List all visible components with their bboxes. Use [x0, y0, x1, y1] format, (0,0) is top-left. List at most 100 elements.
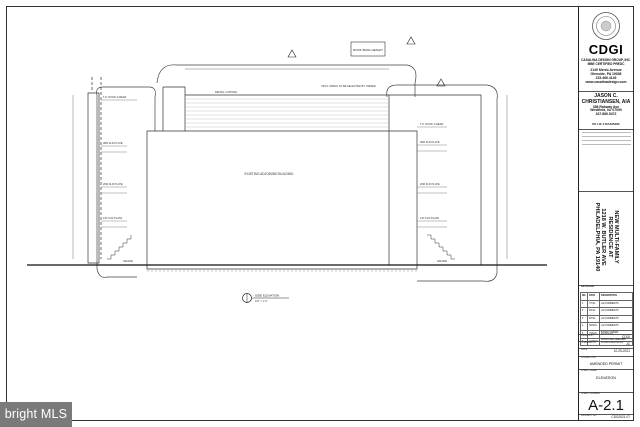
checked-by-value: JC — [626, 342, 630, 346]
left-wall-outline — [87, 92, 100, 264]
issued-for-label: ISSUED FOR — [581, 356, 596, 359]
license-number: PA LIC # RA405095 — [592, 122, 620, 126]
architect-seal-icon — [592, 12, 620, 40]
right-cloud — [386, 84, 498, 282]
revision-no: 2 — [579, 307, 589, 316]
roof-hatch — [185, 98, 389, 128]
right-stair — [427, 234, 455, 260]
revisions-header-row: NO. DATE DESCRIPTION — [579, 292, 633, 301]
divider — [579, 341, 633, 342]
main-outline — [146, 130, 418, 270]
revision-date: 7/7/21 — [587, 299, 601, 309]
elevation-title: SIDE ELEVATION — [255, 294, 279, 298]
revision-no: 4 — [579, 322, 589, 331]
right-level-label-2: 3RD FLR PLATE — [420, 140, 440, 144]
table-row: 4 8/18/21 L&I COMMENTS — [579, 322, 633, 331]
divider — [579, 392, 633, 393]
roof-note: ROOF BLDG HEIGHT — [353, 48, 383, 52]
top-cloud — [156, 64, 417, 97]
architect-address-1: 386 Rahway Ave — [592, 104, 620, 109]
right-level-label-1: T.O. ROOF F-REAR — [420, 122, 443, 126]
architect-phone: 347.866.5472 — [595, 112, 617, 117]
left-cloud-outline — [96, 86, 156, 278]
revisions-heading: REVISIONS — [581, 285, 595, 288]
brand-logo: CDGI — [588, 42, 624, 57]
sheet-name-value: ELEVATION — [596, 376, 616, 380]
left-stair — [107, 235, 132, 260]
architect-info: JASON C. CHRISTIANSEN, AIA 386 Rahway Av… — [579, 93, 633, 117]
roof-note-box — [350, 41, 386, 57]
revision-desc: L&I COMMENTS — [599, 314, 633, 324]
checked-by-label: CHECKED BY — [581, 341, 597, 344]
sheet-number: A-2.1 — [588, 397, 624, 414]
firm-address: 2149 Menlo Avenue Glenside, PA 19038 215… — [579, 68, 633, 85]
table-row: 1 7/7/21 L&I COMMENTS — [579, 299, 633, 309]
divider — [579, 369, 633, 370]
upper-block — [162, 86, 186, 131]
grade-right-label: GRADE — [437, 259, 447, 263]
elevation-scale: 1/8" = 1'-0" — [255, 299, 268, 303]
left-level-label-3: 2ND FLR PLATE — [103, 182, 123, 186]
revision-no: 3 — [579, 314, 589, 324]
grade-left-label: GRADE — [123, 259, 133, 263]
drawing-sheet — [6, 6, 634, 421]
revision-triangle-icon — [287, 49, 297, 58]
left-level-label-4: 1ST FLR PLATE — [103, 216, 122, 220]
divider — [579, 414, 633, 415]
revision-triangle-icon-2 — [406, 36, 416, 45]
architect-address-2: Westfield, NJ 07090 — [590, 108, 622, 113]
divider — [579, 334, 633, 335]
title-block: CDGI CASALINA DESIGN GROUP, INC. MBE CER… — [578, 7, 633, 420]
project-line-2: RESIDENCE AT — [606, 216, 613, 258]
existing-building-label: EXISTING ADJOINING BUILDING — [245, 172, 294, 176]
project-title-box: NEW MULTI-FAMILY RESIDENCE AT 1218 W. BU… — [579, 193, 634, 283]
project-line-3: 1218 W. BUTLER AVE — [600, 208, 606, 266]
revision-desc: L&I COMMENTS — [599, 322, 633, 331]
brand-sub-line-1: CASALINA DESIGN GROUP, INC. — [581, 58, 631, 62]
revisions-col-no: NO. — [579, 292, 589, 301]
revision-no: 1 — [579, 299, 589, 309]
revisions-col-date: DATE — [587, 292, 601, 301]
right-level-label-4: 1ST FLR PLATE — [420, 216, 439, 220]
drawn-by-value: CDGI — [622, 335, 630, 339]
firm-address-line-1: 2149 Menlo Avenue — [590, 68, 622, 72]
left-level-label-1: T.O. ROOF F-REAR — [103, 95, 126, 99]
right-level-lines — [417, 126, 447, 228]
side-elevation-drawing: ROOF BLDG HEIGHT METAL COPING VINYL SIDI… — [27, 36, 547, 303]
project-number: CDG2021.07 — [611, 414, 630, 419]
table-row: 3 8/7/21 L&I COMMENTS — [579, 314, 633, 324]
firm-website: www.casalinadesign.com — [585, 79, 627, 84]
metal-coping-label: METAL COPING — [215, 90, 238, 94]
date-label: DATE — [581, 348, 588, 351]
drawn-by-label: DRAWN BY — [581, 334, 594, 337]
issued-for-value: AMENDED PERMIT — [589, 362, 623, 366]
divider — [579, 356, 633, 357]
revision-date: 8/7/21 — [587, 314, 601, 324]
divider — [579, 91, 633, 92]
revision-date: 8/18/21 — [587, 322, 601, 331]
stucco-note-label: VINYL SIDING TO BE SELECTED BY OWNER — [321, 84, 376, 88]
brand-subtitle: CASALINA DESIGN GROUP, INC. MBE CERTIFIE… — [579, 58, 633, 66]
revision-triangle-icon-3 — [436, 78, 446, 87]
table-row: 2 8/1/21 L&I COMMENTS — [579, 307, 633, 316]
architect-name-1: JASON C. — [594, 93, 618, 99]
brand-sub-line-2: MBE CERTIFIED PREDC — [587, 61, 625, 66]
project-line-4: PHILADELPHIA, PA 19140 — [593, 202, 600, 272]
divider — [579, 191, 633, 192]
divider — [579, 129, 633, 130]
revision-desc: L&I COMMENTS — [599, 299, 633, 309]
sheet-number-label: SHEET NUMBER — [581, 392, 600, 395]
sheet-name-label: SHEET NAME — [581, 369, 597, 372]
divider — [579, 348, 633, 349]
project-line-1: NEW MULTI-FAMILY — [612, 210, 619, 264]
left-dashed-outline — [91, 77, 102, 259]
revisions-col-description: DESCRIPTION — [599, 292, 633, 301]
revision-date: 8/1/21 — [587, 307, 601, 316]
firm-phone: 215.466.4149 — [595, 75, 617, 80]
divider — [579, 285, 633, 286]
architect-name-2: CHRISTIANSEN, AIA — [581, 98, 631, 105]
fineprint-block — [582, 132, 631, 147]
project-number-label: PROJECT NO. — [581, 414, 598, 417]
left-level-label-2: 3RD FLR PLATE — [103, 141, 123, 145]
date-value: 10-25-2021 — [613, 349, 630, 353]
